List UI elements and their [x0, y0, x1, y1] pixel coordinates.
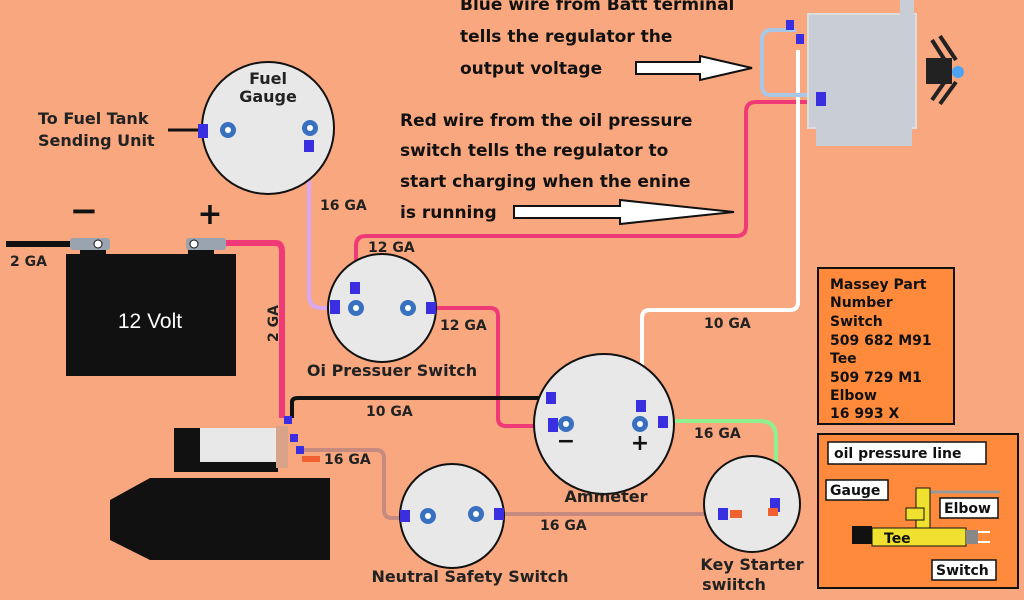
neutral-safety-switch: [399, 463, 505, 569]
oil-switch-terminal-left: [330, 300, 340, 314]
alternator-terminal-blue: [786, 20, 794, 30]
massey-line-6: 509 729 M1: [830, 370, 922, 386]
note-blue-line-1: Blue wire from Batt terminal: [460, 0, 734, 15]
alternator: [786, 0, 964, 146]
oil-pressure-line-box: oil pressure line Gauge Elbow Switch Tee: [817, 433, 1019, 589]
wire-starter-to-ammeter: [290, 396, 548, 418]
oil-switch-label: Oi Pressuer Switch: [307, 361, 477, 380]
massey-line-1: Massey Part: [830, 277, 927, 293]
gauge-label-2ga-left: 2 GA: [10, 254, 47, 270]
starter-terminal-1: [284, 416, 292, 424]
note-blue-line-3: output voltage: [460, 59, 602, 79]
wire-battery-positive-to-starter: [212, 240, 285, 418]
ammeter-label: Ammeter: [565, 487, 648, 506]
neutral-switch-terminal-right: [494, 508, 504, 520]
key-switch-terminal-right: [770, 498, 780, 512]
gauge-label-10ga-left: 10 GA: [366, 404, 413, 420]
alternator-terminal-regulator: [816, 92, 826, 106]
note-blue-wire: Blue wire from Batt terminal tells the r…: [460, 0, 753, 82]
note-red-line-1: Red wire from the oil pressure: [400, 111, 692, 131]
key-starter-switch: [703, 455, 801, 553]
gauge-label-10ga-right: 10 GA: [704, 316, 751, 332]
oil-switch-terminal-top: [350, 282, 360, 294]
note-red-arrow: [513, 198, 735, 226]
key-switch-label-2: swiitch: [702, 575, 766, 594]
fuel-tank-label-2: Sending Unit: [38, 131, 155, 150]
fuel-tank-label-1: To Fuel Tank: [38, 109, 149, 128]
oil-line-gauge-label: Gauge: [830, 483, 880, 499]
battery-minus-sign: −: [70, 191, 99, 231]
note-red-line-2: switch tells the regulator to: [400, 141, 668, 161]
massey-line-8: 16 993 X: [830, 406, 899, 422]
neutral-switch-terminal-left: [400, 510, 410, 522]
wire-ammeter-to-key-switch: [666, 419, 778, 502]
note-red-line-3: start charging when the enine: [400, 172, 691, 192]
wires: [6, 28, 820, 520]
note-red-wire: Red wire from the oil pressure switch te…: [400, 111, 735, 226]
ammeter-terminal-left-top: [546, 392, 556, 404]
gauge-label-16ga-neutral: 16 GA: [540, 518, 587, 534]
gauge-label-16ga-starter: 16 GA: [324, 452, 371, 468]
battery-plus-sign: +: [197, 197, 222, 232]
battery-label: 12 Volt: [118, 310, 182, 333]
fuel-gauge: Fuel Gauge: [198, 61, 335, 195]
fuel-gauge-label-1: Fuel: [249, 69, 287, 88]
oil-line-elbow-label: Elbow: [944, 501, 991, 517]
gauge-label-12ga-right: 12 GA: [440, 318, 487, 334]
massey-part-box: Massey Part Number Switch 509 682 M91 Te…: [817, 267, 955, 425]
oil-switch-terminal-right: [426, 302, 436, 314]
ammeter-minus-sign: −: [557, 429, 575, 454]
massey-line-5: Tee: [830, 351, 857, 367]
ammeter-terminal-left: [548, 418, 558, 432]
alternator-terminal-sense: [796, 34, 804, 44]
note-red-line-4: is running: [400, 203, 497, 223]
fuel-gauge-terminal-left: [198, 124, 208, 138]
alternator-pulley: [926, 34, 964, 106]
ammeter: − +: [533, 353, 675, 495]
key-switch-terminal-left: [718, 508, 728, 520]
oil-line-fittings: Tee: [852, 487, 1000, 547]
starter-motor: [110, 416, 330, 560]
key-switch-label-1: Key Starter: [700, 555, 803, 574]
wire-starter-to-neutral-switch: [300, 448, 404, 520]
wire-ammeter-to-alternator: [640, 50, 800, 400]
massey-line-2: Number: [830, 295, 893, 311]
ammeter-terminal-top: [636, 400, 646, 412]
wire-battery-sense-loop: [760, 28, 820, 97]
massey-line-4: 509 682 M91: [830, 333, 932, 349]
battery: 12 Volt − +: [66, 191, 236, 376]
starter-terminal-3: [296, 446, 304, 454]
starter-terminal-2: [290, 434, 298, 442]
oil-line-tee-label: Tee: [884, 531, 911, 547]
gauge-label-16ga-key: 16 GA: [694, 426, 741, 442]
massey-line-7: Elbow: [830, 388, 877, 404]
fuel-gauge-label-2: Gauge: [239, 87, 297, 106]
oil-pressure-switch: [327, 253, 437, 363]
ammeter-plus-sign: +: [631, 431, 649, 456]
ammeter-terminal-right: [658, 416, 668, 428]
battery-negative-clamp: [70, 238, 110, 250]
gauge-label-2ga-vert: 2 GA: [266, 305, 282, 342]
wire-oil-switch-to-regulator: [354, 100, 820, 295]
note-blue-line-2: tells the regulator the: [460, 27, 672, 47]
wire-oil-switch-to-ammeter: [428, 306, 556, 428]
neutral-switch-label: Neutral Safety Switch: [371, 567, 568, 586]
gauge-label-12ga-top: 12 GA: [368, 240, 415, 256]
note-blue-arrow: [635, 54, 753, 82]
massey-line-3: Switch: [830, 314, 883, 330]
fuel-gauge-terminal-right: [304, 140, 314, 152]
wire-fuel-gauge-to-oil-switch: [307, 140, 342, 310]
gauge-label-16ga-fuel: 16 GA: [320, 198, 367, 214]
oil-line-title: oil pressure line: [834, 446, 961, 462]
oil-line-switch-label: Switch: [936, 563, 989, 579]
